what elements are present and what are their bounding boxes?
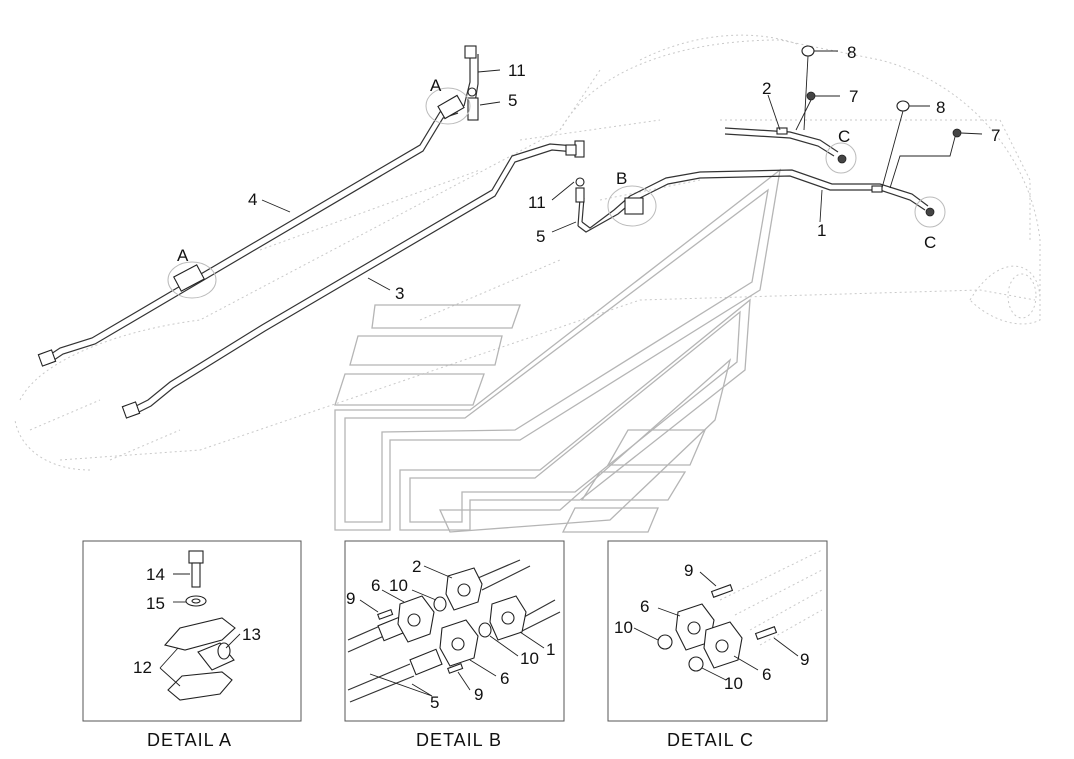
main-labels: 4 3 1 2 8 8 7 7 11 5 11 5 A A B C C bbox=[177, 43, 1000, 303]
label-detail-c-bottom: C bbox=[924, 233, 936, 252]
label-7a: 7 bbox=[849, 87, 858, 106]
detail-a-panel: 14 15 13 12 bbox=[82, 540, 302, 722]
label-11b: 11 bbox=[528, 193, 546, 212]
label-3: 3 bbox=[395, 284, 404, 303]
detail-a-caption: DETAIL A bbox=[147, 730, 232, 750]
main-leaders bbox=[261, 50, 983, 291]
label-detail-c-top: C bbox=[838, 127, 850, 146]
label-c-6a: 6 bbox=[640, 597, 649, 616]
label-c-10a: 10 bbox=[614, 618, 633, 637]
detail-callout-circles bbox=[167, 87, 946, 299]
boom-outline bbox=[14, 34, 1041, 471]
label-detail-a-mid: A bbox=[177, 246, 189, 265]
label-b-9a: 9 bbox=[346, 589, 355, 608]
detail-c-panel: 9 6 10 9 10 6 bbox=[607, 540, 828, 722]
detail-b-caption: DETAIL B bbox=[416, 730, 502, 750]
detail-b-panel: 2 6 10 9 1 10 6 9 5 bbox=[344, 540, 565, 722]
label-b-2: 2 bbox=[412, 557, 421, 576]
label-4: 4 bbox=[248, 190, 257, 209]
label-5a: 5 bbox=[508, 91, 517, 110]
label-b-6a: 6 bbox=[371, 576, 380, 595]
label-c-9b: 9 bbox=[800, 650, 809, 669]
detail-c-caption: DETAIL C bbox=[667, 730, 754, 750]
label-b-5: 5 bbox=[430, 693, 439, 712]
label-5b: 5 bbox=[536, 227, 545, 246]
pipe-4 bbox=[44, 45, 479, 365]
label-1: 1 bbox=[817, 221, 826, 240]
label-a-13: 13 bbox=[242, 625, 261, 644]
label-b-10b: 10 bbox=[520, 649, 539, 668]
pipe-end-fittings bbox=[37, 87, 935, 419]
label-b-9b: 9 bbox=[474, 685, 483, 704]
pipe-3 bbox=[127, 140, 585, 417]
label-8b: 8 bbox=[936, 98, 945, 117]
label-detail-a-top: A bbox=[430, 76, 442, 95]
label-8a: 8 bbox=[847, 43, 856, 62]
label-2: 2 bbox=[762, 79, 771, 98]
label-b-6b: 6 bbox=[500, 669, 509, 688]
plugs bbox=[795, 45, 962, 189]
label-a-12: 12 bbox=[133, 658, 152, 677]
label-detail-b: B bbox=[616, 169, 627, 188]
label-11a: 11 bbox=[508, 61, 526, 80]
pipe-2 bbox=[724, 127, 839, 157]
label-b-1: 1 bbox=[546, 640, 555, 659]
label-a-15: 15 bbox=[146, 594, 165, 613]
label-c-9a: 9 bbox=[684, 561, 693, 580]
logo-watermark bbox=[334, 168, 781, 533]
label-c-6b: 6 bbox=[762, 665, 771, 684]
label-a-14: 14 bbox=[146, 565, 165, 584]
label-b-10a: 10 bbox=[389, 576, 408, 595]
label-c-10b: 10 bbox=[724, 674, 743, 693]
label-7b: 7 bbox=[991, 126, 1000, 145]
